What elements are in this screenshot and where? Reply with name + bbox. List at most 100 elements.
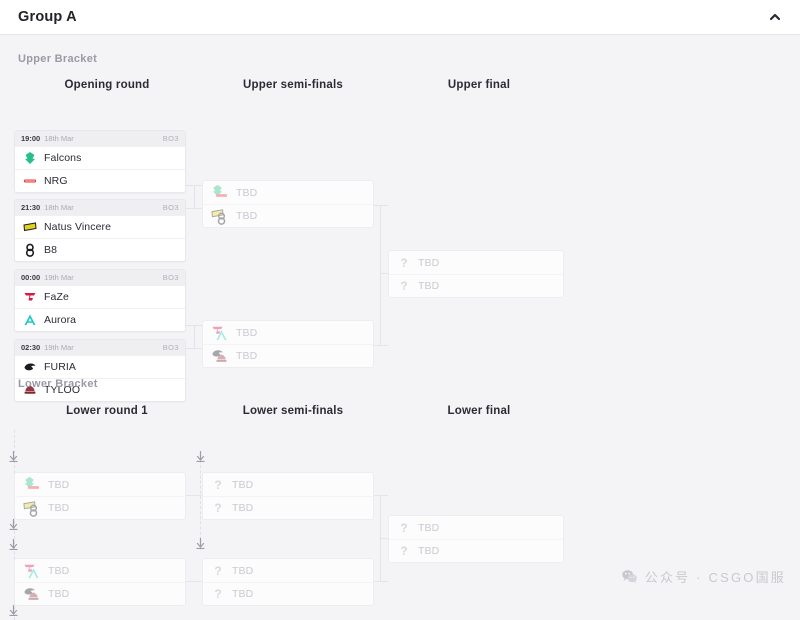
team-row[interactable]: NRG — [15, 169, 185, 192]
team-name: TBD — [418, 521, 440, 534]
team-row[interactable]: TBD — [15, 582, 185, 605]
match-time: 02:30 — [21, 343, 41, 352]
team-row[interactable]: FURIA — [15, 355, 185, 378]
team-name: TBD — [232, 564, 254, 577]
team-name: Aurora — [44, 314, 77, 326]
team-row[interactable]: ? TBD — [203, 496, 373, 519]
team-name: TBD — [48, 478, 70, 491]
team-name: TBD — [418, 256, 440, 269]
match-card[interactable]: TBD TBD — [14, 472, 186, 520]
match-card[interactable]: 19:00 18th Mar BO3 Falcons NRG — [14, 130, 186, 193]
drop-arrow-icon — [9, 539, 18, 550]
connector — [186, 348, 202, 349]
faze-logo — [23, 290, 37, 304]
upper-bracket-label: Upper Bracket — [18, 53, 98, 65]
team-row[interactable]: TBD — [203, 344, 373, 367]
team-name: TBD — [236, 326, 258, 339]
connector — [372, 345, 388, 346]
watermark: 公众号 · CSGO国服 — [621, 567, 786, 586]
team-row[interactable]: ? TBD — [203, 559, 373, 582]
round-title-opening-round: Opening round — [64, 79, 150, 91]
team-name: TBD — [232, 478, 254, 491]
match-card[interactable]: 21:30 18th Mar BO3 Natus Vincere B8 — [14, 199, 186, 262]
match-card[interactable]: TBD TBD — [14, 558, 186, 606]
round-title-lower-round-1: Lower round 1 — [66, 405, 148, 417]
team-name: TBD — [232, 502, 254, 514]
match-card[interactable]: 00:00 19th Mar BO3 FaZe Aurora — [14, 269, 186, 332]
team-row[interactable]: B8 — [15, 238, 185, 261]
team-row[interactable]: TBD — [15, 559, 185, 582]
navi-logo — [211, 208, 229, 225]
team-name: Falcons — [44, 152, 82, 164]
match-card[interactable]: TBD TBD — [202, 320, 374, 368]
team-name: TBD — [48, 502, 70, 514]
team-row[interactable]: TBD — [15, 473, 185, 496]
question-mark-icon: ? — [214, 587, 222, 601]
faze-logo — [211, 325, 229, 341]
round-title-upper-semi-finals: Upper semi-finals — [243, 79, 343, 91]
round-title-lower-final: Lower final — [447, 405, 511, 417]
team-row[interactable]: Falcons — [15, 146, 185, 169]
question-mark-icon: ? — [400, 279, 408, 293]
match-format: BO3 — [162, 203, 179, 212]
question-mark-icon: ? — [400, 520, 408, 535]
drop-arrow-icon — [9, 451, 18, 462]
match-format: BO3 — [162, 134, 179, 143]
aurora-logo — [23, 313, 37, 327]
connector — [380, 205, 381, 345]
team-row[interactable]: TYLOO — [15, 378, 185, 401]
match-card[interactable]: ? TBD ? TBD — [388, 250, 564, 298]
team-row[interactable]: TBD — [203, 321, 373, 344]
team-row[interactable]: ? TBD — [389, 251, 563, 274]
connector — [380, 538, 388, 539]
match-card[interactable]: ? TBD ? TBD — [202, 472, 374, 520]
connector — [380, 273, 388, 274]
chevron-up-icon[interactable] — [768, 10, 782, 24]
match-date: 19th Mar — [44, 343, 74, 352]
team-name: FURIA — [44, 361, 76, 373]
team-name: TBD — [236, 350, 258, 362]
match-date: 18th Mar — [44, 203, 74, 212]
drop-arrow-icon — [9, 519, 18, 530]
loser-feed-rail — [200, 455, 201, 550]
round-title-upper-final: Upper final — [447, 79, 511, 91]
connector — [194, 185, 195, 208]
team-row[interactable]: FaZe — [15, 285, 185, 308]
question-mark-icon: ? — [214, 563, 222, 578]
team-row[interactable]: Natus Vincere — [15, 215, 185, 238]
team-row[interactable]: TBD — [203, 204, 373, 227]
team-row[interactable]: TBD — [15, 496, 185, 519]
team-row[interactable]: ? TBD — [389, 539, 563, 562]
team-row[interactable]: ? TBD — [389, 274, 563, 297]
match-header: 00:00 19th Mar BO3 — [15, 270, 185, 285]
wechat-icon — [621, 568, 638, 585]
team-name: TBD — [418, 280, 440, 292]
team-row[interactable]: Aurora — [15, 308, 185, 331]
team-row[interactable]: TBD — [203, 181, 373, 204]
match-card[interactable]: ? TBD ? TBD — [202, 558, 374, 606]
bracket-area: Upper Bracket Opening round Upper semi-f… — [0, 35, 800, 620]
team-row[interactable]: ? TBD — [203, 473, 373, 496]
team-row[interactable]: ? TBD — [389, 516, 563, 539]
match-header: 02:30 19th Mar BO3 — [15, 340, 185, 355]
match-time: 19:00 — [21, 134, 41, 143]
team-name: NRG — [44, 175, 68, 187]
connector — [186, 581, 202, 582]
connector — [186, 208, 202, 209]
nrg-logo — [23, 174, 37, 188]
furia-logo — [23, 586, 41, 602]
match-card[interactable]: TBD TBD — [202, 180, 374, 228]
navi-logo — [23, 500, 41, 517]
match-card[interactable]: 02:30 19th Mar BO3 FURIA TYLOO — [14, 339, 186, 402]
loser-feed-rail — [14, 430, 15, 620]
team-name: TBD — [418, 545, 440, 557]
team-row[interactable]: ? TBD — [203, 582, 373, 605]
falcons-logo — [23, 151, 37, 165]
match-date: 18th Mar — [44, 134, 74, 143]
team-name: TBD — [48, 588, 70, 600]
b8-logo — [23, 243, 37, 257]
navi-logo — [23, 220, 37, 234]
match-header: 19:00 18th Mar BO3 — [15, 131, 185, 146]
furia-logo — [211, 348, 229, 364]
match-card[interactable]: ? TBD ? TBD — [388, 515, 564, 563]
